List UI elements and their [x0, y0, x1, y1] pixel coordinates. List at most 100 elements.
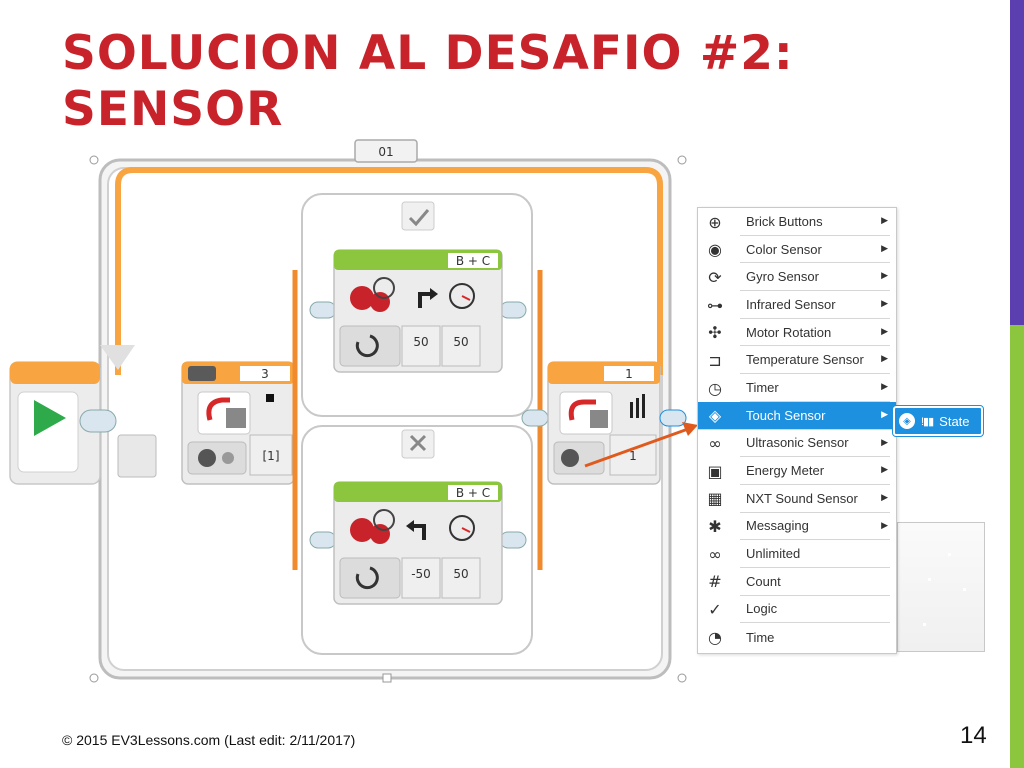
count-icon: #	[708, 572, 722, 592]
turn-left-icon	[412, 524, 426, 540]
steering-wheel-icon	[373, 509, 395, 531]
move-steering-block-true[interactable]: B + C 50 50	[309, 249, 527, 373]
move-steering-block-false[interactable]: B + C -50 50	[309, 481, 527, 605]
compare-mode-icon	[561, 449, 579, 467]
motor-icon	[350, 518, 374, 542]
energy-meter-icon: ▣	[707, 461, 723, 481]
menu-item-label: NXT Sound Sensor	[746, 490, 858, 506]
checkmark-icon	[408, 209, 430, 227]
menu-item-label: Gyro Sensor	[746, 269, 819, 285]
state-option-button[interactable]: ◈ !▮▮ State	[892, 405, 984, 437]
switch-sensor-icon	[206, 397, 230, 421]
submenu-arrow-icon: ▶	[881, 464, 888, 475]
brick-buttons-icon: ⊕	[708, 212, 722, 232]
menu-item-nxt-sound-sensor[interactable]: ▦ NXT Sound Sensor ▶	[707, 485, 890, 513]
submenu-arrow-icon: ▶	[881, 408, 888, 419]
submenu-arrow-icon: ▶	[881, 298, 888, 309]
pointer-arrow	[584, 422, 698, 468]
menu-item-label: Motor Rotation	[746, 324, 832, 340]
sensor-menu: ⊕ Brick Buttons ▶ ◉ Color Sensor ▶ ⟳ Gyr…	[697, 207, 897, 654]
slide-title: SOLUCION AL DESAFIO #2: SENSOR	[62, 26, 822, 138]
submenu-arrow-icon: ▶	[881, 325, 888, 336]
menu-item-timer[interactable]: ◷ Timer ▶	[708, 374, 890, 402]
menu-item-ultrasonic-sensor[interactable]: ∞ Ultrasonic Sensor ▶	[708, 430, 890, 458]
nxt-sound-sensor-icon: ▦	[707, 489, 723, 509]
menu-item-temperature-sensor[interactable]: ⊐ Temperature Sensor ▶	[708, 346, 890, 375]
menu-item-infrared-sensor[interactable]: ⊶ Infrared Sensor ▶	[707, 291, 890, 319]
menu-item-touch-sensor[interactable]: ◈ Touch Sensor ▶	[698, 401, 896, 430]
accent-bar-bottom	[1010, 325, 1024, 768]
power-gauge-icon	[449, 283, 475, 309]
submenu-arrow-icon: ▶	[881, 519, 888, 530]
state-bars-icon: !▮▮	[921, 415, 934, 428]
menu-item-time[interactable]: ◔ Time	[708, 623, 890, 651]
menu-item-label: Temperature Sensor	[746, 352, 864, 368]
menu-item-gyro-sensor[interactable]: ⟳ Gyro Sensor ▶	[708, 263, 890, 292]
unlimited-icon: ∞	[708, 544, 722, 564]
switch-view-icon	[188, 366, 216, 381]
gyro-sensor-icon: ⟳	[708, 267, 722, 287]
menu-item-label: Time	[746, 629, 775, 645]
menu-item-label: Unlimited	[746, 546, 801, 562]
menu-item-label: Touch Sensor	[746, 407, 826, 423]
wait-sensor-icon	[568, 399, 596, 421]
on-mode-icon	[355, 566, 379, 590]
menu-item-label: Brick Buttons	[746, 213, 823, 229]
submenu-arrow-icon: ▶	[881, 215, 888, 225]
start-block[interactable]	[9, 361, 117, 485]
touch-sensor-icon: ◈	[708, 406, 722, 426]
accent-bar-top	[1010, 0, 1024, 325]
true-motor-ports: B + C	[456, 254, 490, 268]
state-label: State	[939, 413, 970, 429]
false-steering-value: -50	[411, 567, 431, 581]
mode-icon	[198, 449, 216, 467]
title-line-2: SENSOR	[62, 82, 284, 137]
loop-connector	[117, 434, 157, 478]
x-icon	[409, 434, 427, 452]
menu-item-brick-buttons[interactable]: ⊕ Brick Buttons ▶	[708, 208, 890, 236]
time-icon: ◔	[708, 627, 722, 647]
false-power-value: 50	[453, 567, 468, 581]
menu-item-label: Ultrasonic Sensor	[746, 435, 849, 451]
menu-item-logic[interactable]: ✓ Logic	[708, 596, 890, 624]
infrared-sensor-icon: ⊶	[707, 295, 723, 315]
touch-sensor-icon: ◈	[899, 413, 915, 429]
menu-item-motor-rotation[interactable]: ✣ Motor Rotation ▶	[708, 319, 890, 347]
menu-item-color-sensor[interactable]: ◉ Color Sensor ▶	[708, 236, 890, 264]
timer-icon: ◷	[708, 378, 722, 398]
true-power-value: 50	[453, 335, 468, 349]
menu-item-messaging[interactable]: ✱ Messaging ▶	[708, 513, 890, 541]
submenu-arrow-icon: ▶	[881, 436, 888, 447]
program-diagram: 01 3	[9, 139, 698, 683]
motor-icon	[350, 286, 374, 310]
menu-item-unlimited[interactable]: ∞ Unlimited	[708, 540, 890, 568]
submenu-arrow-icon: ▶	[881, 353, 888, 364]
program-canvas: 01 3	[0, 130, 1000, 690]
slide-footer: © 2015 EV3Lessons.com (Last edit: 2/11/2…	[62, 732, 356, 748]
true-steering-value: 50	[413, 335, 428, 349]
menu-item-label: Timer	[746, 379, 779, 395]
menu-item-count[interactable]: # Count	[708, 568, 890, 596]
steering-wheel-icon	[373, 277, 395, 299]
color-sensor-icon: ◉	[708, 240, 722, 260]
menu-item-energy-meter[interactable]: ▣ Energy Meter ▶	[707, 457, 890, 485]
title-line-1: SOLUCION AL DESAFIO #2:	[62, 26, 794, 81]
wait-value: 1	[629, 449, 637, 463]
menu-item-label: Infrared Sensor	[746, 296, 836, 312]
false-motor-ports: B + C	[456, 486, 490, 500]
background-panel	[897, 522, 985, 652]
menu-item-label: Count	[746, 573, 781, 589]
motor-rotation-icon: ✣	[708, 323, 722, 343]
on-mode-icon	[355, 334, 379, 358]
page-number: 14	[960, 722, 987, 749]
turn-right-icon	[418, 292, 432, 308]
submenu-arrow-icon: ▶	[881, 491, 888, 502]
menu-item-label: Messaging	[746, 518, 809, 534]
submenu-arrow-icon: ▶	[881, 270, 888, 281]
switch-value: [1]	[263, 449, 280, 463]
wait-block[interactable]: 1 1	[521, 361, 687, 485]
ultrasonic-sensor-icon: ∞	[708, 434, 722, 453]
logic-icon: ✓	[708, 600, 722, 620]
menu-item-label: Color Sensor	[746, 241, 822, 257]
switch-block[interactable]: 3 [1]	[181, 361, 295, 485]
